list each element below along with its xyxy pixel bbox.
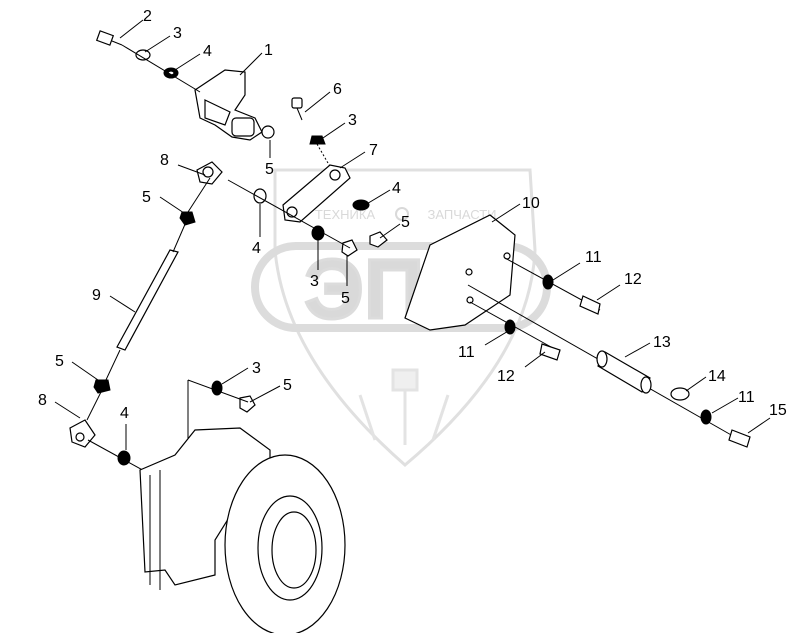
callout-label: 4: [203, 43, 212, 60]
leader-lines: [54, 19, 771, 450]
watermark-brand-line1: ТЕХНИКА: [315, 207, 376, 222]
callout-label: 15: [769, 402, 787, 419]
sleeve-assembly: [467, 284, 751, 448]
callout-label: 5: [341, 290, 350, 307]
callout-labels: 2 3 4 1 5 6 3 7 8 5 4 5 4 3 5 10 11 12 9…: [38, 8, 787, 422]
linkage-rod: [69, 161, 223, 496]
callout-label: 5: [401, 214, 410, 231]
part-1-actuator: [194, 69, 275, 141]
callout-label: 6: [333, 81, 342, 98]
callout-label: 9: [92, 287, 101, 304]
callout-label: 4: [120, 405, 129, 422]
callout-label: 8: [38, 392, 47, 409]
callout-label: 5: [265, 161, 274, 178]
bolts-11-12: [469, 257, 601, 361]
callout-label: 12: [497, 368, 515, 385]
callout-label: 13: [653, 334, 671, 351]
bolt-assembly-6: [291, 97, 333, 171]
part-7-lever: [282, 164, 351, 223]
callout-label: 1: [264, 42, 273, 59]
bolt-assembly-top: [95, 30, 201, 93]
callout-label: 11: [458, 344, 475, 361]
callout-label: 3: [173, 25, 182, 42]
gear-icon: [395, 207, 409, 221]
callout-label: 11: [738, 389, 755, 406]
watermark-brand-line2: ЗАПЧАСТИ: [427, 207, 496, 222]
callout-label: 3: [310, 273, 319, 290]
callout-label: 5: [55, 353, 64, 370]
callout-label: 14: [708, 368, 726, 385]
callout-label: 7: [369, 142, 378, 159]
bracket-lines: [187, 379, 256, 495]
callout-label: 12: [624, 271, 642, 288]
callout-label: 4: [392, 180, 401, 197]
callout-label: 2: [143, 8, 152, 25]
part-10-cover: [404, 214, 516, 331]
callout-label: 3: [252, 360, 261, 377]
callout-label: 10: [522, 195, 540, 212]
callout-label: 5: [142, 189, 151, 206]
callout-label: 11: [585, 249, 602, 266]
callout-label: 3: [348, 112, 357, 129]
washers-nuts-center: [227, 179, 388, 257]
wheat-icon: [358, 368, 450, 445]
callout-label: 4: [252, 240, 261, 257]
gearbox-housing: [139, 427, 346, 633]
callout-label: 5: [283, 377, 292, 394]
callout-label: 8: [160, 152, 169, 169]
